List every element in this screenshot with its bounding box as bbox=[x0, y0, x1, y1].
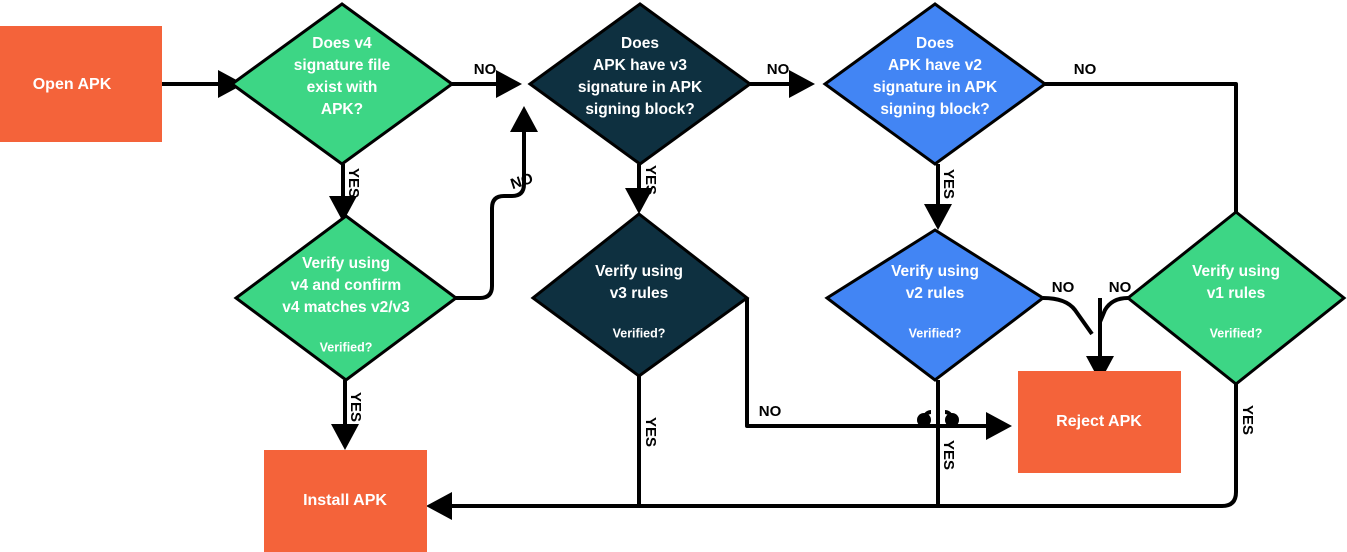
node-verify-v3[interactable]: Verify using v3 rules Verified? bbox=[530, 212, 750, 378]
node-install-apk-label: Install APK bbox=[303, 492, 387, 509]
edge-label-v4exists-yes: YES bbox=[345, 168, 362, 198]
node-v2-present-line-0: Does bbox=[916, 35, 954, 52]
edge-verifyv1-no: NO bbox=[1098, 279, 1132, 323]
node-open-apk-label: Open APK bbox=[33, 76, 112, 93]
edge-v3present-yes: YES bbox=[625, 164, 659, 214]
edge-verifyv4-yes: YES bbox=[331, 380, 364, 450]
edge-label-v4exists-no: NO bbox=[474, 61, 497, 78]
edge-verifyv2-yes: YES bbox=[936, 380, 957, 506]
edge-label-verifyv1-no: NO bbox=[1109, 279, 1132, 296]
node-verify-v1-line-1: v1 rules bbox=[1207, 285, 1266, 302]
node-verify-v2[interactable]: Verify using v2 rules Verified? bbox=[824, 228, 1046, 382]
node-verify-v1-sublabel: Verified? bbox=[1210, 326, 1263, 340]
edge-v4exists-yes: YES bbox=[329, 164, 362, 222]
edge-v3present-no: NO bbox=[750, 61, 815, 98]
edge-verifyv2-no: NO bbox=[1042, 279, 1114, 382]
node-v4-exists-line-2: exist with bbox=[307, 79, 378, 96]
node-v4-exists-line-0: Does v4 bbox=[312, 35, 372, 52]
edge-label-verifyv3-no: NO bbox=[759, 403, 782, 420]
node-v4-exists-line-3: APK? bbox=[321, 101, 363, 118]
edge-label-v3present-no: NO bbox=[767, 61, 790, 78]
edge-label-verifyv4-no: NO bbox=[509, 170, 536, 193]
edge-label-verifyv4-yes: YES bbox=[347, 392, 364, 422]
node-v2-present[interactable]: Does APK have v2 signature in APK signin… bbox=[822, 2, 1048, 166]
edge-label-verifyv3-yes: YES bbox=[642, 417, 659, 447]
node-verify-v4-line-1: v4 and confirm bbox=[291, 277, 401, 294]
edge-v4exists-no: NO bbox=[452, 61, 522, 98]
node-v4-exists-line-1: signature file bbox=[294, 57, 391, 74]
node-verify-v3-line-0: Verify using bbox=[595, 263, 683, 280]
node-verify-v3-line-1: v3 rules bbox=[610, 285, 669, 302]
edge-label-v3present-yes: YES bbox=[642, 165, 659, 195]
edge-label-verifyv1-yes: YES bbox=[1239, 405, 1256, 435]
node-verify-v1[interactable]: Verify using v1 rules Verified? bbox=[1125, 210, 1347, 386]
node-v3-present-line-0: Does bbox=[621, 35, 659, 52]
node-v4-exists[interactable]: Does v4 signature file exist with APK? bbox=[229, 2, 455, 166]
node-open-apk[interactable]: Open APK bbox=[0, 26, 162, 142]
edge-label-verifyv2-no: NO bbox=[1052, 279, 1075, 296]
node-verify-v4-line-0: Verify using bbox=[302, 255, 390, 272]
edge-verifyv1-yes: YES bbox=[426, 384, 1256, 520]
node-v3-present-line-2: signature in APK bbox=[578, 79, 703, 96]
edge-v2present-yes: YES bbox=[924, 164, 957, 230]
node-verify-v4[interactable]: Verify using v4 and confirm v4 matches v… bbox=[233, 214, 459, 382]
node-install-apk[interactable]: Install APK bbox=[264, 450, 427, 552]
edge-label-v2present-no: NO bbox=[1074, 61, 1097, 78]
edges-layer: NO YES NO YES NO YES bbox=[162, 61, 1256, 520]
node-verify-v2-line-0: Verify using bbox=[891, 263, 979, 280]
edge-label-verifyv2-yes: YES bbox=[940, 440, 957, 470]
node-v2-present-line-3: signing block? bbox=[880, 101, 989, 118]
node-verify-v4-line-2: v4 matches v2/v3 bbox=[282, 299, 410, 316]
node-verify-v3-sublabel: Verified? bbox=[613, 326, 666, 340]
node-verify-v2-sublabel: Verified? bbox=[909, 326, 962, 340]
node-reject-apk[interactable]: Reject APK bbox=[1018, 371, 1181, 473]
node-verify-v2-line-1: v2 rules bbox=[906, 285, 965, 302]
node-v2-present-line-1: APK have v2 bbox=[888, 57, 982, 74]
node-v3-present[interactable]: Does APK have v3 signature in APK signin… bbox=[527, 2, 753, 166]
node-verify-v1-line-0: Verify using bbox=[1192, 263, 1280, 280]
edge-verifyv3-yes: YES bbox=[637, 376, 659, 506]
edge-verifyv4-no: NO bbox=[456, 106, 538, 300]
edge-v2present-no: NO bbox=[1045, 61, 1238, 212]
line-hop-marker bbox=[917, 410, 959, 427]
edge-label-v2present-yes: YES bbox=[940, 169, 957, 199]
node-v3-present-line-1: APK have v3 bbox=[593, 57, 687, 74]
node-verify-v4-sublabel: Verified? bbox=[320, 340, 373, 354]
node-v3-present-line-3: signing block? bbox=[585, 101, 694, 118]
edge-verifyv3-no: NO bbox=[745, 298, 1012, 440]
node-v2-present-line-2: signature in APK bbox=[873, 79, 998, 96]
node-reject-apk-label: Reject APK bbox=[1056, 413, 1142, 430]
